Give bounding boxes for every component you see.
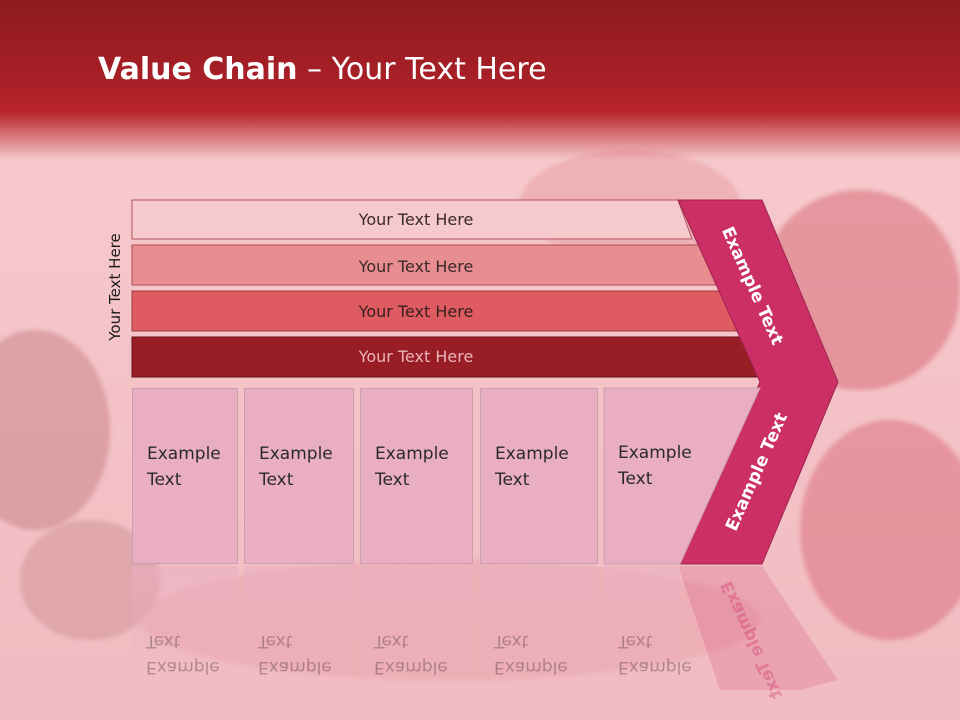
bar-4-label: Your Text Here — [358, 347, 474, 366]
card-1-reflection-line2: Text — [146, 631, 181, 651]
card-3: Example Text — [360, 388, 473, 564]
card-5-reflection: Example Text — [604, 566, 692, 686]
card-2-text: Example Text — [259, 441, 333, 493]
card-3-line2: Text — [375, 470, 410, 490]
bar-2-label: Your Text Here — [358, 257, 474, 276]
card-4-reflection: Example Text — [480, 566, 598, 686]
card-3-reflection-text: Example Text — [374, 628, 448, 680]
bar-1-label: Your Text Here — [358, 210, 474, 229]
card-4: Example Text — [480, 388, 598, 564]
card-1: Example Text — [132, 388, 238, 564]
card-5: Example Text — [604, 388, 692, 564]
card-2-line1: Example — [259, 444, 333, 464]
card-2-reflection-text: Example Text — [258, 628, 332, 680]
card-1-reflection-text: Example Text — [146, 628, 220, 680]
card-1-reflection-line1: Example — [146, 657, 220, 677]
card-4-line2: Text — [495, 470, 530, 490]
card-3-text: Example Text — [375, 441, 449, 493]
card-4-text: Example Text — [495, 441, 569, 493]
card-4-reflection-line1: Example — [494, 657, 568, 677]
card-5-text: Example Text — [618, 440, 692, 492]
background-rose-shape — [800, 420, 960, 640]
card-5-reflection-line2: Text — [618, 631, 653, 651]
title-bold: Value Chain — [98, 52, 298, 87]
card-1-text: Example Text — [147, 441, 221, 493]
card-5-shape — [603, 387, 761, 565]
card-1-line2: Text — [147, 470, 182, 490]
title-rest: – Your Text Here — [297, 52, 547, 87]
chevron-reflection — [678, 566, 838, 690]
card-1-reflection: Example Text — [132, 566, 238, 686]
card-5-line1: Example — [618, 443, 692, 463]
card-3-line1: Example — [375, 444, 449, 464]
card-2-line2: Text — [259, 470, 294, 490]
card-3-reflection-line1: Example — [374, 657, 448, 677]
card-5-reflection-text: Example Text — [618, 628, 692, 680]
card-4-reflection-text: Example Text — [494, 628, 568, 680]
bar-3-label: Your Text Here — [358, 302, 474, 321]
chevron-shape — [677, 199, 839, 565]
card-4-reflection-line2: Text — [494, 631, 529, 651]
card-3-reflection-line2: Text — [374, 631, 409, 651]
bar-1-shape — [131, 199, 693, 240]
header-band — [0, 0, 960, 160]
card-3-reflection: Example Text — [360, 566, 473, 686]
card-4-line1: Example — [495, 444, 569, 464]
card-1-line1: Example — [147, 444, 221, 464]
card-2: Example Text — [244, 388, 354, 564]
card-5-line2: Text — [618, 469, 653, 489]
card-2-reflection-line2: Text — [258, 631, 293, 651]
card-2-reflection: Example Text — [244, 566, 354, 686]
card-5-reflection-line1: Example — [618, 657, 692, 677]
card-2-reflection-line1: Example — [258, 657, 332, 677]
slide-title: Value Chain – Your Text Here — [98, 52, 547, 87]
